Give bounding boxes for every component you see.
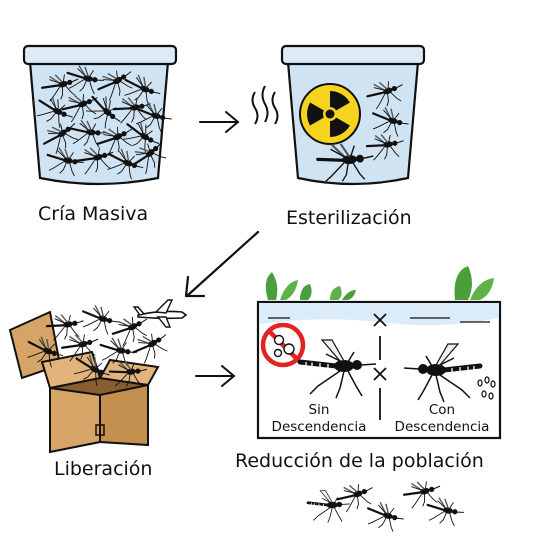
reduced-population-mosquitoes-icon bbox=[306, 475, 467, 535]
plants-icon bbox=[265, 266, 494, 300]
arrow-right-icon-2 bbox=[195, 365, 236, 387]
step-label-release: Liberación bbox=[54, 458, 153, 480]
step-label-sterilization: Esterilización bbox=[286, 207, 412, 229]
outcome-label-without-offspring: Sin Descendencia bbox=[271, 402, 367, 435]
heat-lines-icon bbox=[251, 85, 279, 125]
radiation-icon bbox=[299, 83, 361, 145]
outcome-label-with-offspring: Con Descendencia bbox=[394, 402, 490, 435]
eggs-icon bbox=[477, 376, 496, 400]
arrow-down-left-icon bbox=[184, 230, 260, 298]
separator-x-marks bbox=[373, 313, 387, 420]
airplane-icon bbox=[132, 299, 188, 328]
step-label-population-reduction: Reducción de la población bbox=[235, 450, 484, 472]
no-eggs-icon bbox=[260, 322, 306, 368]
open-box-icon bbox=[8, 310, 160, 454]
step-label-mass-rearing: Cría Masiva bbox=[38, 203, 149, 225]
reduction-panel bbox=[256, 300, 502, 440]
arrow-right-icon bbox=[199, 111, 240, 133]
